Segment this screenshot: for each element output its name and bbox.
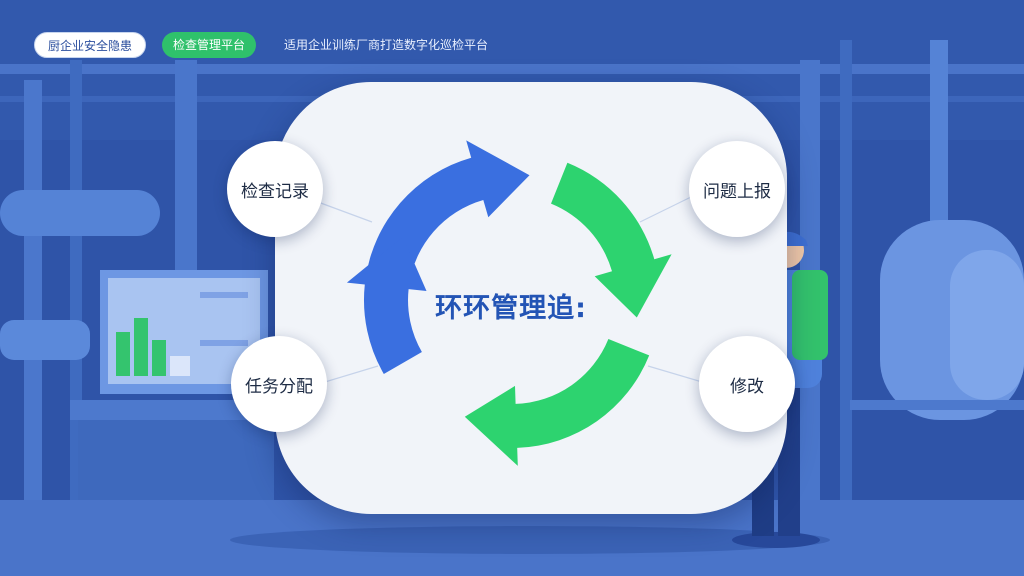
connector-1 <box>317 201 373 223</box>
right-rail <box>850 400 1024 410</box>
monitor-line-1 <box>200 292 248 298</box>
floor-shadow <box>230 526 830 554</box>
center-title: 环环管理追: <box>435 293 587 324</box>
ceiling-pipe <box>0 64 1024 74</box>
node-issue-report[interactable]: 问题上报 <box>689 141 785 237</box>
connector-2 <box>639 195 694 223</box>
app-name-pill[interactable]: 厨企业安全隐患 <box>34 32 146 58</box>
monitor-line-2 <box>200 340 248 346</box>
worker-vest <box>792 270 828 360</box>
left-pipe-2 <box>70 60 82 500</box>
arrow-top-right <box>551 162 672 318</box>
tagline: 适用企业训练厂商打造数字化巡检平台 <box>284 38 489 52</box>
node-task-assignment[interactable]: 任务分配 <box>231 336 327 432</box>
monitor-block <box>170 356 190 376</box>
right-tank-highlight <box>950 250 1024 400</box>
connector-3 <box>647 365 703 383</box>
monitor-bar-2 <box>134 318 148 376</box>
left-tank <box>0 190 160 236</box>
right-pipe-3 <box>930 40 948 240</box>
left-valve <box>0 320 90 360</box>
right-pipe-2 <box>840 40 852 500</box>
arrow-bottom-left <box>346 237 427 374</box>
node-rectification[interactable]: 修改 <box>699 336 795 432</box>
console-body <box>78 420 274 510</box>
arrow-bottom-right <box>464 339 650 466</box>
monitor-bar-3 <box>152 340 166 376</box>
platform-name-pill[interactable]: 检查管理平台 <box>162 32 256 58</box>
connector-4 <box>324 365 379 383</box>
node-inspection-record[interactable]: 检查记录 <box>227 141 323 237</box>
left-pipe-1 <box>24 80 42 500</box>
monitor-bar-1 <box>116 332 130 376</box>
